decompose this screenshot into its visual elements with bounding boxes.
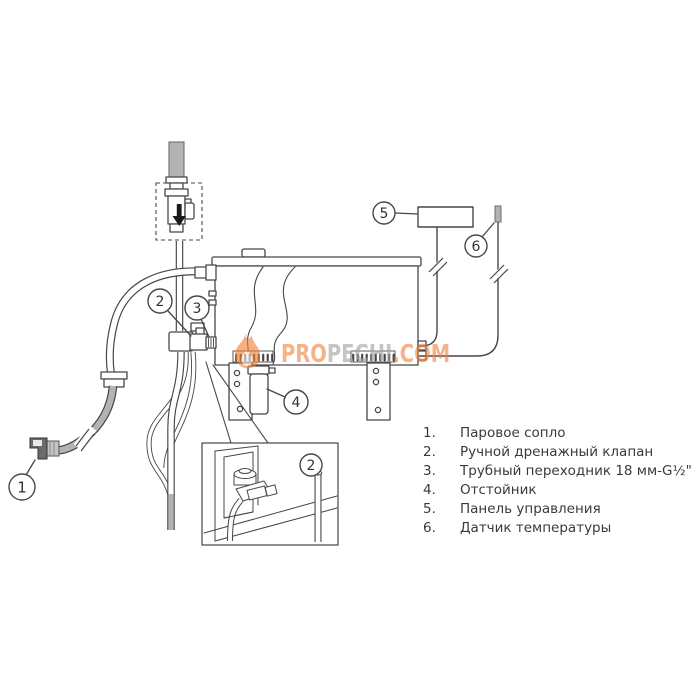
- filler-cap: [241, 248, 266, 258]
- temperature-sensor-group: [418, 205, 511, 357]
- svg-text:2: 2: [307, 458, 316, 474]
- control-panel-cable: [417, 226, 438, 347]
- legend-item-2: 2. Ручной дренажный клапан: [423, 443, 688, 462]
- vent-slots-left: [232, 350, 274, 363]
- legend-item-3: 3. Трубный переходник 18 мм-G½": [423, 462, 692, 481]
- unit-lid: [211, 256, 422, 267]
- sediment-trap: [247, 365, 276, 415]
- callout-inset-2: 2: [299, 453, 323, 477]
- svg-text:1: 1: [17, 479, 27, 497]
- callout-2: 2: [147, 288, 192, 337]
- temperature-sensor: [494, 205, 502, 223]
- shutoff-valve-dashed-box: [155, 182, 203, 241]
- unit-body: [214, 265, 419, 366]
- hose-coupling: [100, 371, 128, 380]
- flow-direction-arrow-icon: [172, 204, 186, 226]
- svg-text:6: 6: [472, 239, 481, 255]
- legend-number: 3.: [423, 462, 436, 479]
- valve-flange: [164, 188, 189, 197]
- legend-number: 1.: [423, 425, 436, 441]
- control-panel: [417, 206, 474, 228]
- manual-drain-valve: [189, 333, 208, 351]
- legend-label: Ручной дренажный клапан: [460, 443, 654, 460]
- legend-number: 5.: [423, 500, 436, 517]
- svg-text:4: 4: [292, 395, 301, 411]
- hose-break-mark: [73, 425, 97, 452]
- svg-text:3: 3: [193, 301, 202, 317]
- legend-label: Отстойник: [460, 481, 537, 498]
- steam-nozzle: [29, 437, 60, 460]
- screw-hole: [233, 380, 241, 388]
- screw-hole: [236, 405, 244, 413]
- legend-item-6: 6. Датчик температуры: [423, 519, 688, 538]
- drain-hoses: [146, 351, 197, 530]
- legend-item-5: 5. Панель управления: [423, 500, 688, 519]
- detail-zoom-lines: [205, 361, 269, 444]
- legend-number: 6.: [423, 519, 436, 536]
- legend: 1. Паровое сопло 2. Ручной дренажный кла…: [423, 424, 692, 538]
- legend-number: 4.: [423, 481, 436, 498]
- supply-valve-assembly: [155, 141, 203, 331]
- legend-number: 2.: [423, 443, 436, 460]
- callout-3: 3: [184, 295, 210, 338]
- screw-hole: [233, 369, 241, 377]
- sensor-cable: [418, 221, 499, 357]
- legend-item-1: 1. Паровое сопло: [423, 424, 688, 443]
- mounting-bracket-right: [366, 362, 391, 421]
- legend-label: Датчик температуры: [460, 519, 612, 536]
- valve-handle: [184, 202, 195, 220]
- pipe-adapter: [205, 336, 217, 349]
- svg-text:5: 5: [380, 206, 389, 222]
- vent-slots-right: [350, 350, 396, 363]
- screw-hole: [372, 367, 380, 375]
- callout-6: 6: [464, 222, 495, 258]
- callout-5: 5: [372, 201, 419, 225]
- svg-text:2: 2: [156, 294, 165, 310]
- legend-label: Панель управления: [460, 500, 601, 517]
- control-panel-group: [417, 206, 474, 347]
- callout-4: 4: [266, 388, 309, 415]
- cable-break-mark: [427, 256, 450, 277]
- steam-generator-unit: [194, 248, 427, 366]
- screw-hole: [372, 378, 380, 386]
- inset-detail-drawing: [203, 445, 338, 542]
- drain-valve-assembly: [168, 322, 217, 352]
- legend-label: Паровое сопло: [460, 425, 566, 441]
- cable-break-mark: [488, 263, 511, 284]
- callout-1: 1: [8, 459, 36, 501]
- steam-outlet-fitting: [194, 266, 208, 279]
- legend-label: Трубный переходник 18 мм-G½": [460, 462, 692, 479]
- supply-tube-gray: [168, 141, 185, 179]
- steam-decor-wave-2: [272, 266, 296, 365]
- legend-item-4: 4. Отстойник: [423, 481, 688, 500]
- screw-hole: [374, 406, 382, 414]
